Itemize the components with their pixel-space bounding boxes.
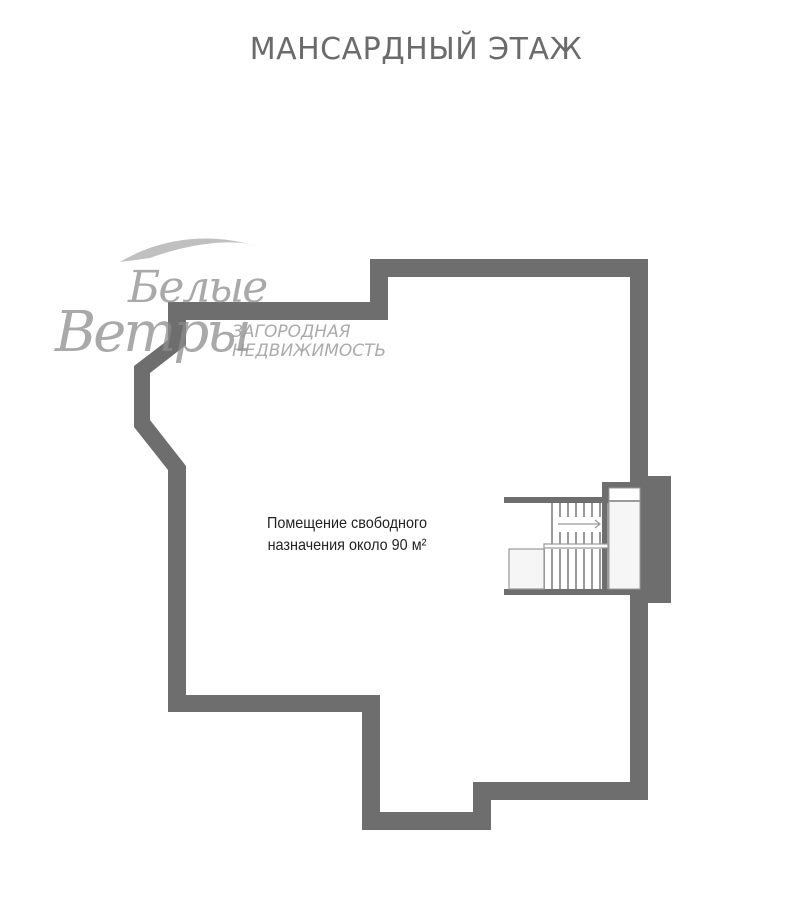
room-label: Помещение свободного назначения около 90… xyxy=(244,513,451,557)
stair-top-landing xyxy=(608,487,641,502)
watermark-tagline-line2: НЕДВИЖИМОСТЬ xyxy=(232,341,387,361)
watermark-tagline-line1: ЗАГОРОДНАЯ xyxy=(232,322,351,342)
stair-arrow-icon xyxy=(558,519,601,529)
exterior-wall xyxy=(134,259,671,830)
watermark-swoosh-icon xyxy=(120,238,255,262)
stair-right-pillar xyxy=(640,483,656,595)
stair-top-wall xyxy=(504,497,609,503)
room-label-line1: Помещение свободного xyxy=(267,515,427,532)
stair-bottom-wall xyxy=(504,589,649,595)
room-label-line2: назначения около 90 м² xyxy=(267,537,427,554)
stair-landing xyxy=(608,500,641,590)
stair-bottom-landing xyxy=(508,548,545,590)
floor-title: МАНСАРДНЫЙ ЭТАЖ xyxy=(249,32,583,67)
stair-lower-flight xyxy=(543,549,609,589)
watermark-brand-line1: Белые xyxy=(128,262,268,313)
watermark-brand-line2: Ветры xyxy=(55,300,252,365)
stair-handrail xyxy=(543,543,609,549)
